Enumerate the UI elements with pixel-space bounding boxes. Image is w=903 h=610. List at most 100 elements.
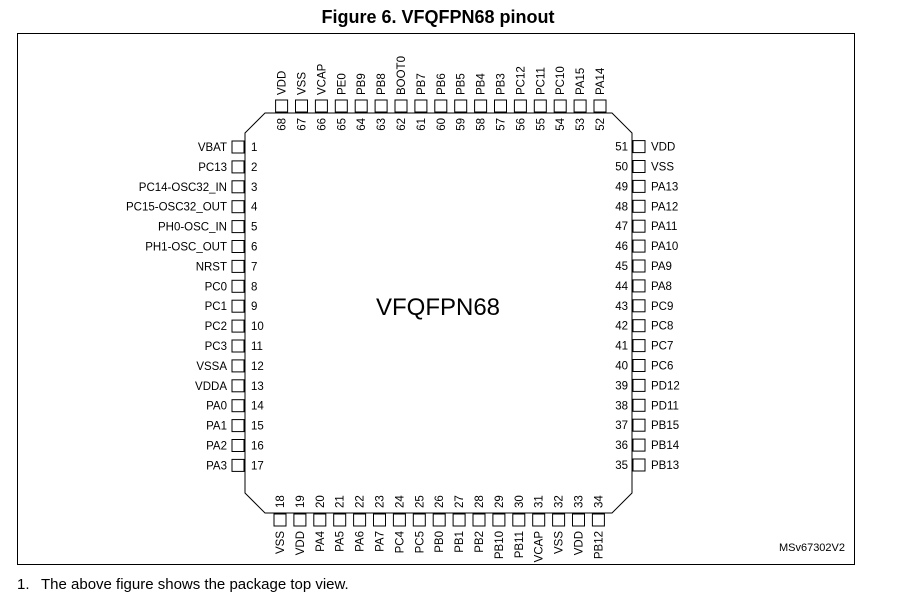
- pin-label-right: PA11: [651, 221, 677, 233]
- pin-box-right: [632, 299, 646, 313]
- pin-box-top: [314, 99, 328, 113]
- pin-number-left: 14: [251, 401, 264, 413]
- pin-box-left: [231, 259, 245, 273]
- pin-label-top: PA14: [595, 67, 607, 95]
- pin-number-right: 39: [615, 380, 628, 392]
- pin-box-top: [354, 99, 368, 113]
- chip-outline: [244, 112, 633, 514]
- pin-label-left: VDDA: [195, 381, 227, 393]
- pin-box-top: [553, 99, 567, 113]
- pin-box-right: [632, 378, 646, 392]
- pin-number-left: 5: [251, 222, 257, 234]
- pin-number-bottom: 34: [593, 495, 605, 508]
- pin-box-top: [295, 99, 308, 113]
- pin-number-right: 48: [615, 201, 628, 213]
- pin-number-top: 62: [396, 118, 408, 131]
- pin-box-bottom: [591, 513, 605, 527]
- pin-number-left: 12: [251, 361, 264, 373]
- pin-label-bottom: PB0: [434, 531, 446, 553]
- pin-number-left: 8: [251, 281, 257, 293]
- pin-box-right: [632, 160, 646, 173]
- pin-label-top: PB4: [476, 73, 488, 95]
- pin-box-top: [573, 99, 587, 113]
- pin-number-top: 66: [316, 118, 328, 131]
- pin-box-top: [474, 99, 488, 113]
- pin-box-bottom: [392, 513, 406, 527]
- pin-label-left: PC13: [198, 162, 227, 174]
- pin-number-top: 57: [496, 118, 508, 131]
- pin-box-bottom: [313, 513, 327, 527]
- pin-label-right: PA12: [651, 201, 678, 213]
- pin-box-left: [231, 299, 245, 313]
- pin-box-top: [533, 99, 547, 113]
- pin-number-bottom: 31: [534, 495, 546, 508]
- pin-label-top: PC10: [555, 66, 567, 95]
- pin-box-left: [231, 220, 245, 234]
- pin-box-right: [632, 219, 646, 233]
- pin-label-bottom: PB11: [514, 531, 526, 558]
- pin-box-bottom: [273, 513, 287, 527]
- pin-box-bottom: [572, 513, 585, 527]
- pin-box-right: [632, 339, 646, 353]
- pin-number-bottom: 19: [295, 495, 307, 508]
- pin-box-bottom: [353, 513, 367, 527]
- pin-label-bottom: PB1: [454, 531, 466, 553]
- pin-number-top: 56: [515, 118, 527, 131]
- pin-label-top: PB3: [496, 73, 508, 95]
- pin-box-right: [632, 398, 646, 412]
- pin-number-right: 44: [615, 281, 628, 293]
- pin-number-left: 3: [251, 182, 257, 194]
- pin-number-bottom: 20: [315, 495, 327, 508]
- pin-box-bottom: [412, 513, 426, 527]
- pin-number-top: 52: [595, 118, 607, 131]
- pin-box-left: [231, 458, 245, 472]
- pin-box-bottom: [452, 513, 466, 527]
- figure-title: Figure 6. VFQFPN68 pinout: [321, 7, 555, 27]
- pin-label-top: PE0: [336, 73, 348, 95]
- pin-box-bottom: [492, 513, 506, 527]
- pin-label-bottom: PC4: [394, 530, 406, 553]
- pin-label-right: VDD: [651, 142, 675, 154]
- pin-box-bottom: [512, 513, 526, 527]
- pin-label-left: PC2: [205, 321, 227, 333]
- pin-label-left: VSSA: [196, 361, 227, 373]
- pin-number-bottom: 18: [275, 495, 287, 508]
- figure-frame: [17, 33, 855, 565]
- pin-number-right: 36: [615, 440, 628, 452]
- pin-number-top: 64: [356, 117, 368, 130]
- pin-box-top: [414, 99, 428, 113]
- pin-number-right: 35: [615, 460, 628, 472]
- pin-label-left: PC1: [205, 301, 227, 313]
- pin-box-top: [494, 99, 507, 113]
- pin-label-bottom: VDD: [295, 531, 307, 555]
- pin-label-right: PC7: [651, 341, 673, 353]
- pin-box-left: [231, 160, 245, 174]
- pin-number-right: 46: [615, 241, 628, 253]
- pin-box-left: [231, 379, 245, 393]
- pin-label-right: PD12: [651, 380, 680, 392]
- pin-number-bottom: 30: [514, 495, 526, 508]
- pin-label-top: PB5: [456, 73, 468, 95]
- pin-label-bottom: PB2: [474, 531, 486, 553]
- pin-label-bottom: PC5: [414, 531, 426, 553]
- pin-box-left: [231, 279, 245, 293]
- pin-label-top: VCAP: [316, 63, 328, 95]
- pin-number-right: 40: [615, 361, 628, 373]
- pin-number-right: 47: [615, 221, 628, 233]
- pin-box-bottom: [472, 513, 486, 527]
- pin-number-left: 9: [251, 301, 257, 313]
- pin-number-right: 41: [615, 341, 628, 353]
- pin-number-bottom: 33: [574, 495, 586, 508]
- pin-number-left: 13: [251, 381, 264, 393]
- pin-number-bottom: 22: [355, 495, 367, 508]
- pin-number-top: 54: [555, 117, 567, 130]
- pin-box-right: [632, 199, 646, 213]
- pin-box-left: [231, 359, 245, 373]
- pin-label-bottom: VSS: [554, 531, 566, 554]
- pin-number-left: 1: [251, 142, 257, 154]
- pin-label-left: PA2: [206, 441, 227, 453]
- pin-box-left: [231, 319, 245, 333]
- pin-box-top: [334, 99, 348, 113]
- pin-box-right: [632, 279, 646, 293]
- pin-label-left: PC0: [205, 281, 227, 293]
